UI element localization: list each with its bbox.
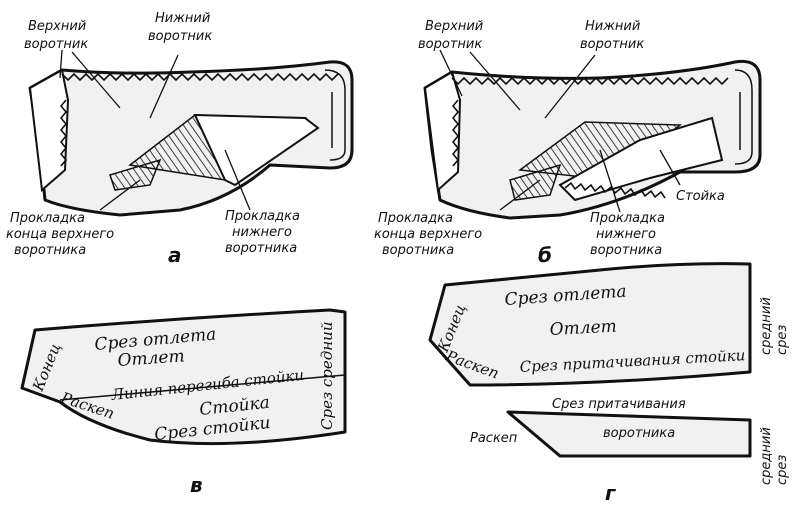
panel-v-middle-edge: Срез средний	[318, 322, 336, 431]
panel-a-left-end	[28, 68, 70, 192]
panel-b-zigzag-top	[451, 76, 729, 86]
panel-b-stand	[558, 116, 724, 202]
panel-g-middle-edge-bottom: среднийсрез	[759, 427, 790, 485]
panel-g-notch-small: Раскеп	[470, 431, 518, 446]
panel-v-fall: Отлет	[117, 346, 185, 371]
panel-a-zigzag-top	[61, 72, 339, 82]
panel-g-collar: воротника	[603, 426, 675, 441]
panel-b-letter: б	[538, 243, 552, 267]
panel-a-interfacing-end	[109, 158, 162, 191]
panel-b-interfacing-end	[509, 163, 562, 201]
panel-b-label-stand: Стойка	[676, 189, 725, 204]
panel-v: Срез отлета Отлет Линия перегиба стойки …	[20, 308, 347, 497]
panel-g-fall: Отлет	[549, 317, 617, 340]
panel-g: Срез отлета Отлет Конец Раскеп Срез прит…	[428, 262, 790, 505]
panel-g-collar-band-pattern	[506, 410, 752, 458]
panel-g-middle-edge-top: среднийсрез	[759, 297, 790, 355]
panel-g-collar-attach-edge: Срез притачивания	[552, 397, 686, 412]
panel-g-collar-pattern	[428, 262, 752, 387]
panel-g-letter: г	[605, 481, 616, 505]
panel-a-collar-end-fold	[324, 69, 346, 161]
panel-a-lower-collar-piece	[193, 113, 320, 187]
panel-v-fold-line	[59, 374, 346, 401]
panel-a-letter: а	[168, 243, 182, 267]
panel-v-letter: в	[190, 473, 203, 497]
panel-v-collar-pattern	[20, 308, 347, 446]
